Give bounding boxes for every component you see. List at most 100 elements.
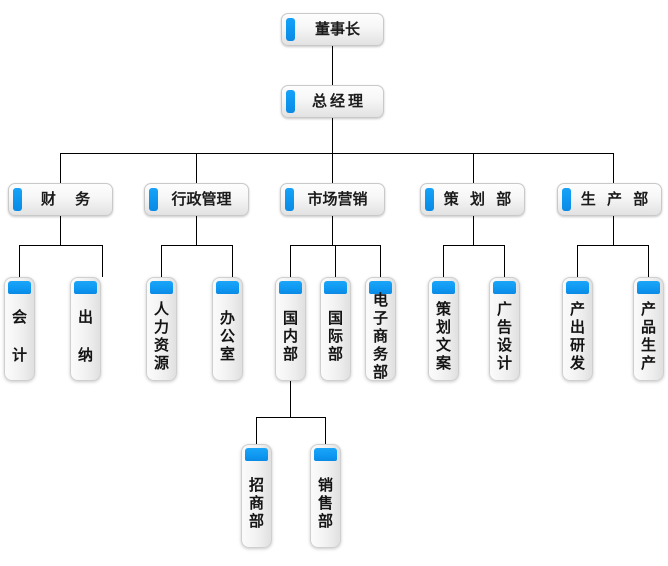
node-label: 总经理 [311, 92, 366, 110]
connector-drop-marketing [332, 153, 333, 183]
connector-drop-ad-design [504, 245, 505, 277]
label-char: 内 [282, 326, 298, 345]
connector-bus-production [577, 245, 648, 246]
node-international[interactable]: 国 际 部 [320, 277, 351, 381]
node-accent-bar [285, 188, 294, 211]
node-label: 行政管理 [171, 190, 232, 208]
node-label-vertical: 出 纳 [71, 298, 100, 374]
connector-finance-drop [60, 216, 61, 245]
node-chairman[interactable]: 董事长 [281, 13, 384, 46]
label-char: 室 [219, 344, 235, 363]
label-char: 划 [435, 317, 451, 336]
node-finance[interactable]: 财 务 [8, 183, 113, 216]
connector-domestic-drop [290, 381, 291, 417]
label-char: 告 [496, 317, 512, 336]
node-accent-bar [286, 90, 295, 113]
node-label: 生 产 部 [580, 190, 652, 208]
node-accent-bar [562, 188, 571, 211]
label-char: 设 [496, 335, 512, 354]
connector-drop-hr [161, 245, 162, 277]
node-label: 董事长 [314, 20, 360, 38]
label-char: 研 [569, 335, 585, 354]
connector-bus-admin [161, 245, 232, 246]
label-char: 售 [317, 493, 333, 512]
connector-drop-copywriting [443, 245, 444, 277]
label-char: 广 [496, 299, 512, 318]
connector-drop-domestic [290, 245, 291, 277]
connector-drop-sales [325, 417, 326, 444]
node-office[interactable]: 办 公 室 [212, 277, 243, 381]
node-accent-bar [149, 188, 158, 211]
label-char: 子 [372, 308, 388, 327]
connector-drop-manufacturing [648, 245, 649, 277]
node-accent-bar [566, 281, 589, 294]
node-hr[interactable]: 人 力 资 源 [146, 277, 177, 381]
label-char: 商 [372, 326, 388, 345]
label-char: 案 [435, 353, 451, 372]
connector-drop-admin [196, 153, 197, 183]
node-planning[interactable]: 策 划 部 [420, 183, 525, 216]
connector-drop-office [232, 245, 233, 277]
node-accent-bar [425, 188, 434, 211]
label-char: 出 [77, 307, 93, 326]
label-char: 品 [640, 317, 656, 336]
node-label-vertical: 会 计 [5, 298, 34, 374]
node-ad-design[interactable]: 广 告 设 计 [489, 277, 520, 381]
connector-drop-international [335, 245, 336, 277]
connector-bus-planning [443, 245, 504, 246]
node-domestic[interactable]: 国 内 部 [275, 277, 306, 381]
label-char: 力 [153, 317, 169, 336]
label-char: 部 [327, 344, 343, 363]
node-label-vertical: 国 际 部 [321, 298, 350, 374]
label-char: 部 [248, 511, 264, 530]
node-production[interactable]: 生 产 部 [557, 183, 662, 216]
label-char: 公 [219, 326, 235, 345]
node-rnd[interactable]: 产 出 研 发 [562, 277, 593, 381]
node-cashier[interactable]: 出 纳 [70, 277, 101, 381]
label-char: 部 [372, 362, 388, 381]
connector-marketing-drop [332, 216, 333, 245]
node-accounting[interactable]: 会 计 [4, 277, 35, 381]
node-accent-bar [314, 448, 337, 461]
connector-bus-domestic-children [256, 417, 325, 418]
node-accent-bar [13, 188, 22, 211]
node-label: 财 务 [40, 190, 98, 208]
connector-planning-drop [473, 216, 474, 245]
node-label-vertical: 产 品 生 产 [634, 298, 663, 374]
node-investment[interactable]: 招 商 部 [241, 444, 272, 548]
node-manufacturing[interactable]: 产 品 生 产 [633, 277, 664, 381]
node-label: 策 划 部 [443, 190, 515, 208]
connector-drop-cashier [102, 245, 103, 277]
label-char: 源 [153, 353, 169, 372]
node-marketing[interactable]: 市场营销 [280, 183, 385, 216]
node-sales[interactable]: 销 售 部 [310, 444, 341, 548]
connector-admin-drop [196, 216, 197, 245]
connector-drop-accounting [19, 245, 20, 277]
node-accent-bar [150, 281, 173, 294]
label-char: 发 [569, 353, 585, 372]
node-copywriting[interactable]: 策 划 文 案 [428, 277, 459, 381]
connector-chairman-gm [332, 46, 333, 85]
label-char: 出 [569, 317, 585, 336]
label-char: 部 [317, 511, 333, 530]
connector-drop-rnd [577, 245, 578, 277]
label-char: 策 [435, 299, 451, 318]
label-char: 国 [282, 308, 298, 327]
node-ecommerce[interactable]: 电 子 商 务 部 [365, 277, 396, 381]
node-admin[interactable]: 行政管理 [144, 183, 249, 216]
connector-drop-investment [256, 417, 257, 444]
node-accent-bar [8, 281, 31, 294]
node-label-vertical: 招 商 部 [242, 465, 271, 541]
node-accent-bar [216, 281, 239, 294]
node-general-manager[interactable]: 总经理 [281, 85, 384, 118]
node-label-vertical: 国 内 部 [276, 298, 305, 374]
connector-bus-finance [19, 245, 102, 246]
label-char: 商 [248, 493, 264, 512]
node-label-vertical: 广 告 设 计 [490, 298, 519, 374]
node-label-vertical: 销 售 部 [311, 465, 340, 541]
node-accent-bar [493, 281, 516, 294]
label-char: 际 [327, 326, 343, 345]
connector-drop-ecommerce [380, 245, 381, 277]
label-char: 销 [317, 475, 333, 494]
label-char: 电 [372, 290, 388, 309]
